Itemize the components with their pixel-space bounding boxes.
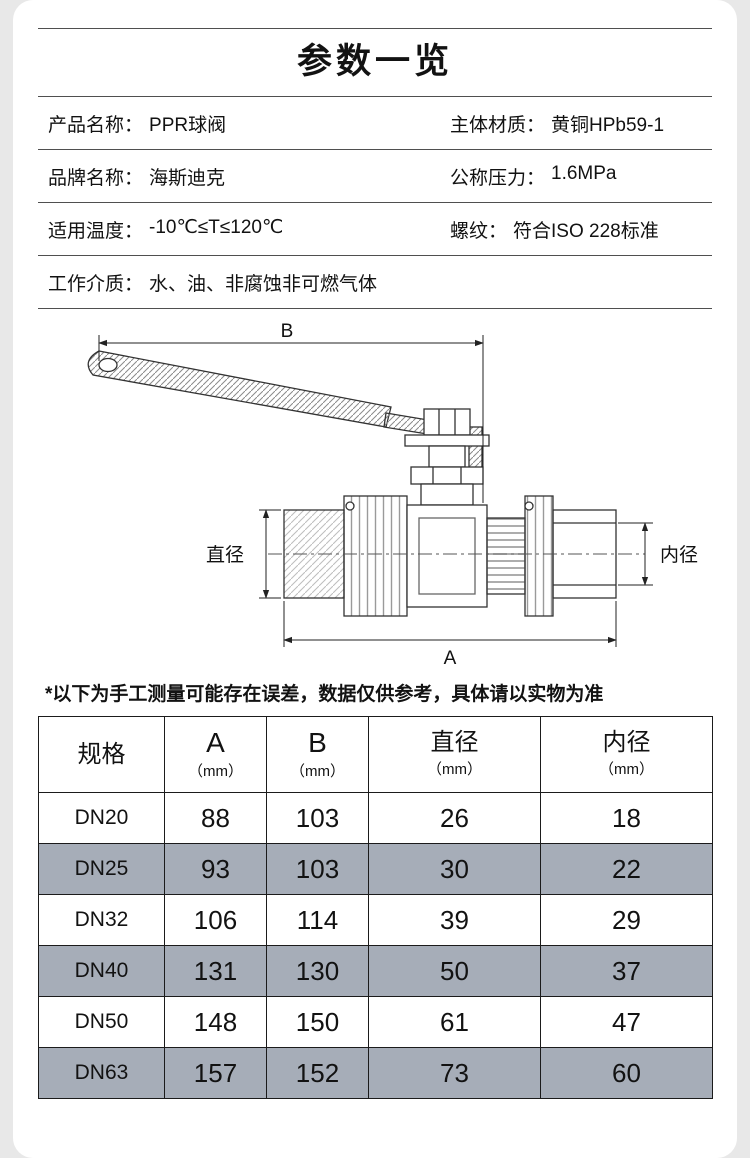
dim-label-b: B	[281, 321, 294, 342]
spec-label: 品牌名称：	[48, 167, 144, 189]
cell-spec: DN20	[38, 792, 165, 844]
spec-label: 螺纹：	[450, 220, 508, 242]
spec-label: 产品名称：	[48, 114, 144, 136]
page-title: 参数一览	[296, 42, 453, 81]
col-header-b: B （mm）	[266, 716, 369, 793]
valve-technical-drawing: B A 直径 内径	[87, 321, 698, 669]
cell-inner: 22	[540, 843, 713, 895]
cell-outer: 39	[368, 894, 541, 946]
spec-row-1: 产品名称： PPR球阀 主体材质： 黄铜HPb59-1	[38, 97, 712, 150]
spec-value: 黄铜HPb59-1	[551, 114, 665, 136]
cell-spec: DN25	[38, 843, 165, 895]
spec-value: 海斯迪克	[149, 167, 226, 189]
valve-stem	[404, 408, 490, 506]
col-header-spec: 规格	[38, 716, 165, 793]
content-card: 参数一览 产品名称： PPR球阀 主体材质： 黄铜HPb59-1 品牌名称： 海…	[13, 0, 737, 1158]
cell-inner: 60	[540, 1047, 713, 1099]
spec-body-material: 主体材质： 黄铜HPb59-1	[440, 110, 712, 137]
header-label: 直径	[430, 728, 479, 756]
cell-outer: 61	[368, 996, 541, 1048]
cell-a: 131	[164, 945, 267, 997]
header-unit: （mm）	[599, 761, 654, 779]
valve-diagram: B A 直径 内径	[13, 309, 737, 677]
spec-label: 适用温度：	[48, 220, 144, 242]
spec-product-name: 产品名称： PPR球阀	[38, 110, 440, 137]
cell-inner: 37	[540, 945, 713, 997]
table-row-dn25: DN25 93 103 30 22	[38, 843, 713, 895]
spec-label: 主体材质：	[450, 114, 546, 136]
cell-spec: DN40	[38, 945, 165, 997]
table-header-row: 规格 A （mm） B （mm） 直径 （mm） 内径	[38, 716, 713, 793]
spec-row-3: 适用温度： -10℃≤T≤120℃ 螺纹： 符合ISO 228标准	[38, 203, 712, 256]
spec-value: 符合ISO 228标准	[513, 220, 659, 242]
col-header-inner-diameter: 内径 （mm）	[540, 716, 713, 793]
valve-handle	[87, 350, 483, 472]
spec-label: 工作介质：	[48, 273, 144, 295]
cell-spec: DN32	[38, 894, 165, 946]
header-label: B	[308, 726, 327, 758]
header-label: 规格	[77, 740, 126, 768]
dimension-labels: B A 直径 内径	[206, 321, 698, 669]
header-unit: （mm）	[290, 763, 345, 781]
spec-row-2: 品牌名称： 海斯迪克 公称压力： 1.6MPa	[38, 150, 712, 203]
dim-label-a: A	[444, 648, 457, 669]
spec-temperature-range: 适用温度： -10℃≤T≤120℃	[38, 216, 440, 243]
cell-b: 150	[266, 996, 369, 1048]
spec-row-4: 工作介质： 水、油、非腐蚀非可燃气体	[38, 256, 712, 309]
measurement-note: *以下为手工测量可能存在误差，数据仅供参考，具体请以实物为准	[45, 684, 604, 705]
cell-a: 106	[164, 894, 267, 946]
dim-label-outer: 直径	[206, 544, 244, 566]
table-row-dn50: DN50 148 150 61 47	[38, 996, 713, 1048]
spec-thread-standard: 螺纹： 符合ISO 228标准	[440, 216, 712, 243]
cell-b: 103	[266, 843, 369, 895]
spec-value: 水、油、非腐蚀非可燃气体	[149, 273, 378, 295]
dimension-lines	[98, 335, 653, 647]
table-row-dn40: DN40 131 130 50 37	[38, 945, 713, 997]
col-header-outer-diameter: 直径 （mm）	[368, 716, 541, 793]
cell-b: 103	[266, 792, 369, 844]
spec-value: -10℃≤T≤120℃	[149, 216, 284, 238]
cell-a: 157	[164, 1047, 267, 1099]
cell-a: 93	[164, 843, 267, 895]
valve-body	[283, 495, 617, 617]
spec-value: 1.6MPa	[551, 162, 617, 184]
cell-outer: 73	[368, 1047, 541, 1099]
spec-brand-name: 品牌名称： 海斯迪克	[38, 163, 440, 190]
cell-b: 114	[266, 894, 369, 946]
cell-a: 148	[164, 996, 267, 1048]
spec-nominal-pressure: 公称压力： 1.6MPa	[440, 163, 712, 190]
header-label: A	[206, 726, 225, 758]
spec-list: 产品名称： PPR球阀 主体材质： 黄铜HPb59-1 品牌名称： 海斯迪克 公…	[38, 97, 712, 309]
cell-inner: 47	[540, 996, 713, 1048]
table-row-dn63: DN63 157 152 73 60	[38, 1047, 713, 1099]
cell-a: 88	[164, 792, 267, 844]
spec-table: 规格 A （mm） B （mm） 直径 （mm） 内径	[38, 716, 713, 1099]
table-row-dn20: DN20 88 103 26 18	[38, 792, 713, 844]
cell-spec: DN63	[38, 1047, 165, 1099]
header-unit: （mm）	[427, 761, 482, 779]
cell-inner: 18	[540, 792, 713, 844]
cell-outer: 26	[368, 792, 541, 844]
spec-working-medium: 工作介质： 水、油、非腐蚀非可燃气体	[38, 269, 440, 296]
cell-b: 152	[266, 1047, 369, 1099]
dim-label-inner: 内径	[660, 544, 698, 566]
cell-spec: DN50	[38, 996, 165, 1048]
cell-b: 130	[266, 945, 369, 997]
cell-outer: 50	[368, 945, 541, 997]
cell-inner: 29	[540, 894, 713, 946]
page-header: 参数一览	[38, 28, 712, 97]
table-row-dn32: DN32 106 114 39 29	[38, 894, 713, 946]
spec-value: PPR球阀	[149, 114, 227, 136]
col-header-a: A （mm）	[164, 716, 267, 793]
header-unit: （mm）	[188, 763, 243, 781]
cell-outer: 30	[368, 843, 541, 895]
header-label: 内径	[602, 728, 651, 756]
spec-label: 公称压力：	[450, 167, 546, 189]
